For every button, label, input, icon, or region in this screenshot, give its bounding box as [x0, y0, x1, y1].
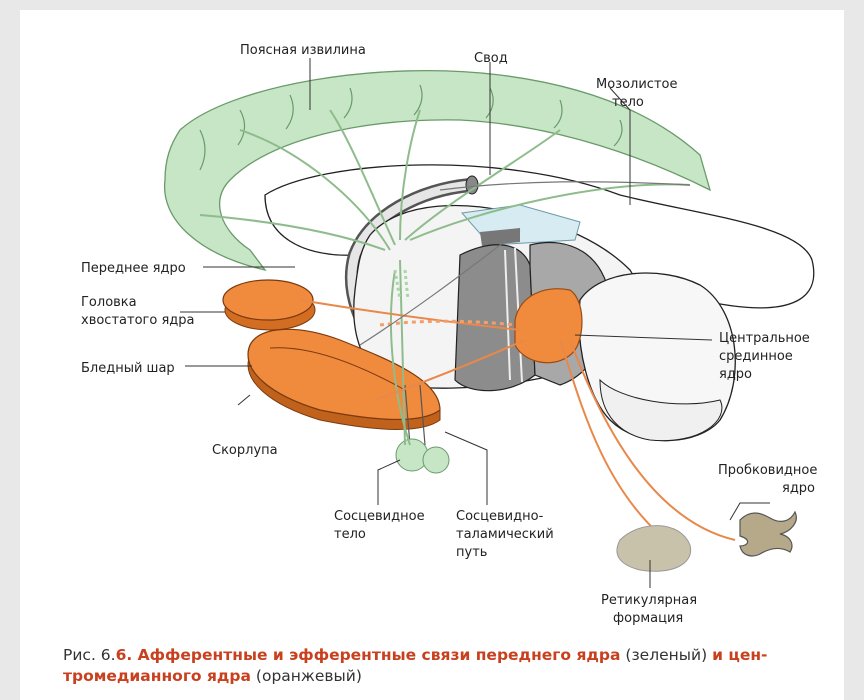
label-corpus-callosum-1: Мозолистое: [596, 77, 677, 92]
label-reticular-2: формация: [613, 611, 683, 626]
label-fornix: Свод: [474, 51, 508, 66]
reticular-formation: [617, 526, 691, 572]
label-mammillothalamic-tract-2: таламический: [456, 527, 554, 542]
label-reticular-1: Ретикулярная: [601, 593, 697, 608]
caption-normal-2: (оранжевый): [251, 667, 362, 685]
caption-bold-1: 6. Афферентные и эфферентные связи перед…: [116, 646, 621, 664]
label-dentate-1: Пробковидное: [718, 463, 817, 478]
label-mammillary-body-2: тело: [334, 527, 366, 542]
label-globus-pallidus: Бледный шар: [81, 361, 175, 376]
dentate-nucleus: [740, 512, 796, 556]
thalamus-connections-diagram: Поясная извилина Свод Мозолистое тело Пе…: [0, 0, 864, 640]
mammillary-body-2: [423, 447, 449, 473]
label-cingulate-gyrus: Поясная извилина: [240, 43, 366, 58]
label-mammillothalamic-tract-3: путь: [456, 545, 487, 560]
label-putamen: Скорлупа: [212, 443, 278, 458]
label-caudate-head-2: хвостатого ядра: [81, 313, 194, 328]
caption-normal-1: (зеленый): [620, 646, 712, 664]
label-centromedian-2: срединное: [719, 349, 793, 364]
label-mammillary-body-1: Сосцевидное: [334, 509, 425, 524]
caption-prefix: Рис. 6.: [63, 646, 116, 664]
label-centromedian-1: Центральное: [719, 331, 810, 346]
caudate-head: [223, 280, 313, 320]
figure-caption: Рис. 6.6. Афферентные и эфферентные связ…: [63, 645, 843, 687]
label-caudate-head-1: Головка: [81, 295, 137, 310]
label-mammillothalamic-tract-1: Сосцевидно-: [456, 509, 544, 524]
label-centromedian-3: ядро: [719, 367, 752, 382]
label-anterior-nucleus: Переднее ядро: [81, 261, 186, 276]
label-corpus-callosum-2: тело: [612, 95, 644, 110]
mammillary-body: [396, 439, 428, 471]
label-dentate-2: ядро: [782, 481, 815, 496]
